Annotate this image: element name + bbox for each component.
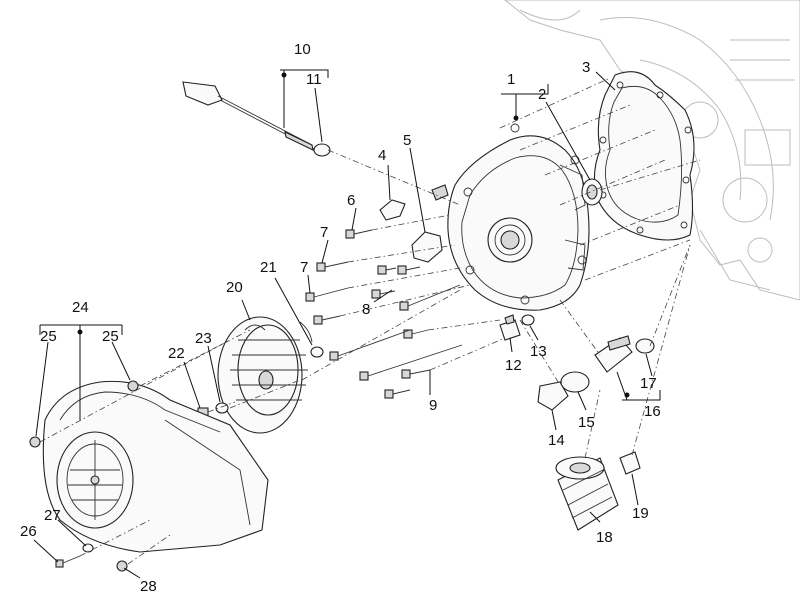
bolt-9f	[401, 369, 431, 379]
callout-22: 22	[168, 345, 185, 362]
callout-23: 23	[195, 330, 212, 347]
bracket-5	[411, 231, 443, 263]
callout-17: 17	[640, 375, 657, 392]
assembly-lines	[39, 77, 701, 565]
filter-nipple	[619, 451, 641, 475]
flywheel-fan	[217, 316, 313, 434]
bolt-7b	[305, 287, 349, 302]
gasket	[593, 71, 695, 241]
callout-18: 18	[596, 529, 613, 546]
callout-7b: 7	[300, 259, 308, 276]
bracket-nodes	[77, 72, 630, 398]
bolt-6	[345, 229, 373, 239]
callout-14: 14	[548, 432, 565, 449]
crankcase-cover	[431, 123, 590, 311]
callout-3: 3	[582, 59, 590, 76]
leader-lines	[33, 69, 661, 579]
callout-labels: 1 2 3 4 5 6 7 7 8 9 10 11 12 13 14 15 16…	[20, 41, 661, 595]
callout-7a: 7	[320, 224, 328, 241]
bracket-4	[379, 199, 406, 221]
oil-seal	[581, 178, 603, 206]
callout-28: 28	[140, 578, 157, 595]
washer-21	[310, 346, 324, 358]
dipstick	[182, 81, 315, 151]
bolt-9b	[313, 315, 341, 325]
washer-23	[215, 402, 229, 414]
fan-cover	[42, 380, 269, 553]
bolt-8a	[377, 265, 397, 275]
callout-19: 19	[632, 505, 649, 522]
bolts	[305, 229, 463, 399]
callout-25a: 25	[40, 328, 57, 345]
callout-5: 5	[403, 132, 411, 149]
bolt-9g	[384, 389, 411, 399]
callout-24: 24	[72, 299, 89, 316]
o-ring-17	[635, 338, 655, 354]
callout-15: 15	[578, 414, 595, 431]
bolt-9d	[329, 329, 411, 361]
callout-6: 6	[347, 192, 355, 209]
dipstick-o-ring	[313, 143, 331, 157]
callout-13: 13	[530, 343, 547, 360]
bolt-8c	[371, 289, 396, 299]
callout-1: 1	[507, 71, 515, 88]
callout-11: 11	[306, 71, 322, 88]
callout-9: 9	[429, 397, 437, 414]
callout-26: 26	[20, 523, 37, 540]
callout-25b: 25	[102, 328, 119, 345]
sensor	[499, 314, 521, 341]
o-ring-15	[560, 371, 590, 393]
bolt-8b	[397, 265, 421, 275]
callout-12: 12	[505, 357, 522, 374]
bolt-26	[55, 555, 81, 568]
callout-10: 10	[294, 41, 311, 58]
bolt-9a	[399, 284, 461, 311]
screw-25a	[29, 436, 41, 448]
bolt-7a	[316, 261, 349, 272]
drain-plug	[537, 381, 569, 411]
filter-fitting	[594, 335, 633, 373]
callout-20: 20	[226, 279, 243, 296]
washer-13	[521, 314, 535, 326]
callout-4: 4	[378, 147, 386, 164]
callout-27: 27	[44, 507, 61, 524]
screw-25b	[127, 380, 139, 392]
bolt-9e	[359, 344, 463, 381]
callout-21: 21	[260, 259, 277, 276]
callout-8: 8	[362, 301, 370, 318]
bolt-9c	[403, 329, 429, 339]
callout-2: 2	[538, 86, 546, 103]
oil-filter	[555, 456, 619, 531]
engine-block-ghost	[504, 0, 800, 301]
callout-16: 16	[644, 403, 661, 420]
